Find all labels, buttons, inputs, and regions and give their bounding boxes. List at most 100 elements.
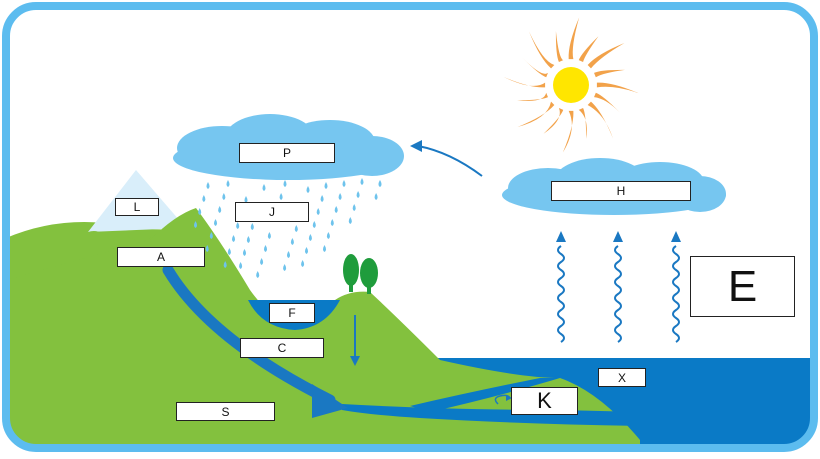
sun-ray	[555, 31, 564, 62]
raindrop	[250, 223, 254, 230]
evaporation-arrow-head	[613, 231, 623, 242]
raindrop	[330, 219, 334, 226]
evaporation-arrow	[557, 245, 565, 343]
raindrop	[320, 195, 324, 202]
raindrop	[338, 193, 342, 200]
raindrop	[202, 195, 206, 202]
raindrop	[342, 180, 346, 187]
percolation-arrow-head	[350, 356, 360, 366]
raindrop	[290, 238, 294, 245]
raindrop	[243, 249, 246, 256]
raindrop	[316, 208, 320, 215]
raindrop	[378, 180, 382, 187]
raindrop	[283, 264, 287, 271]
raindrop	[222, 193, 226, 200]
label-J: J	[235, 202, 309, 222]
raindrop	[326, 232, 330, 239]
raindrop	[360, 178, 364, 185]
sun-ray	[596, 82, 639, 94]
sun-ray	[517, 101, 555, 127]
groundwater-channel	[342, 404, 640, 426]
evaporation-arrow	[614, 245, 622, 343]
raindrop	[206, 182, 210, 189]
raindrop	[236, 222, 240, 229]
condensation-arrow-head	[410, 140, 422, 152]
evaporation-arrow	[672, 245, 680, 343]
raindrop	[194, 221, 198, 228]
sun-ray	[503, 76, 546, 88]
sun-ray	[587, 43, 625, 69]
evaporation-arrow-head	[671, 231, 681, 242]
tree-right-trunk	[367, 284, 371, 294]
sun-ray	[594, 92, 620, 113]
sun-ray	[522, 57, 548, 78]
infiltration-arrow-shaft	[162, 264, 336, 406]
raindrop	[287, 251, 290, 258]
raindrop	[246, 236, 250, 243]
groundwater-to-sea	[410, 378, 560, 412]
raindrop	[232, 235, 236, 242]
raindrop	[264, 245, 267, 252]
raindrop	[301, 260, 305, 267]
raindrop	[262, 184, 266, 191]
raindrop	[323, 245, 326, 252]
raindrop	[198, 208, 202, 215]
raindrop	[306, 186, 310, 193]
swirl-arrow-head	[506, 395, 512, 401]
raindrop	[218, 206, 222, 213]
raindrop	[279, 193, 283, 200]
label-F: F	[269, 303, 315, 323]
raindrop	[267, 232, 271, 239]
sun-ray	[594, 69, 625, 78]
tree-left	[343, 254, 359, 286]
condensation-arrow	[417, 145, 483, 177]
infiltration-arrow-head	[312, 384, 348, 418]
frame-border	[2, 2, 818, 452]
label-C: C	[240, 338, 324, 358]
raindrop	[374, 193, 378, 200]
evaporation-arrow-head	[556, 231, 566, 242]
raindrop	[348, 217, 352, 224]
label-E: E	[690, 256, 795, 317]
raindrop	[312, 221, 316, 228]
raindrop	[324, 182, 328, 189]
raindrop	[209, 232, 213, 239]
raindrop	[305, 247, 308, 254]
label-P: P	[239, 143, 335, 163]
label-K: K	[511, 387, 578, 415]
evaporation-arrows	[556, 231, 681, 343]
sun-core	[553, 67, 589, 103]
raindrop	[260, 258, 264, 265]
label-S: S	[176, 402, 275, 421]
raindrop	[352, 204, 356, 211]
rain-drops	[194, 178, 382, 278]
raindrop	[205, 245, 209, 252]
sun-ray	[529, 31, 555, 69]
raindrop	[256, 271, 260, 278]
sun-icon	[503, 17, 639, 153]
raindrop	[356, 191, 360, 198]
raindrop	[283, 180, 287, 187]
raindrop	[227, 248, 231, 255]
label-H: H	[551, 181, 691, 201]
sun-ray	[578, 36, 599, 62]
tree-left-trunk	[349, 282, 353, 292]
sun-ray	[568, 17, 580, 60]
tree-right	[360, 258, 378, 288]
raindrop	[244, 196, 248, 203]
sun-ray	[578, 108, 587, 139]
label-A: A	[117, 247, 205, 267]
sun-ray	[562, 110, 574, 153]
sun-ray	[587, 101, 613, 139]
raindrop	[223, 261, 227, 268]
raindrop	[334, 206, 338, 213]
raindrop	[308, 234, 312, 241]
raindrop	[226, 180, 230, 187]
label-X: X	[598, 368, 646, 387]
label-L: L	[115, 198, 159, 216]
sun-ray	[543, 108, 564, 134]
raindrop	[294, 225, 298, 232]
raindrop	[214, 219, 218, 226]
